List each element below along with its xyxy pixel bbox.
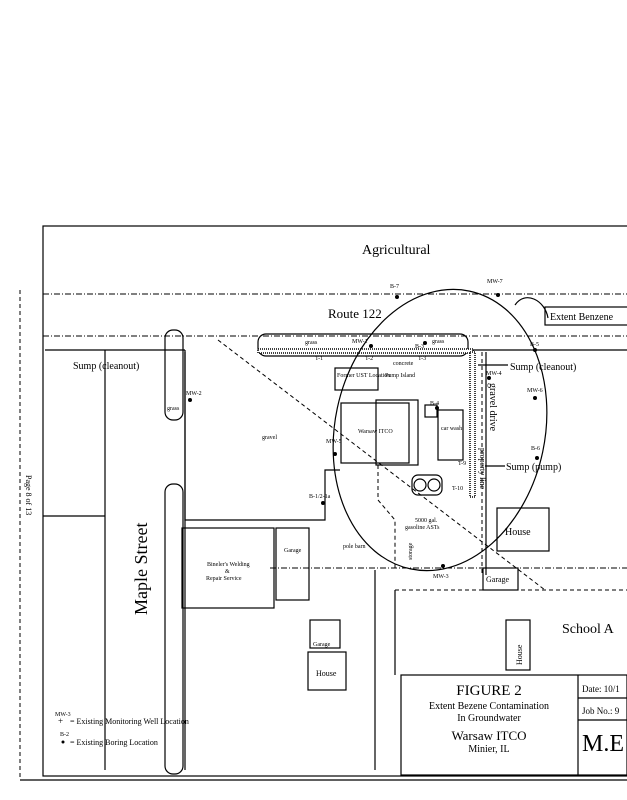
label-grass: grass <box>167 406 180 412</box>
label-repair: Repair Service <box>206 576 242 582</box>
svg-text:MW-3: MW-3 <box>433 574 449 580</box>
svg-text:B-6: B-6 <box>531 446 540 452</box>
label-route: Route 122 <box>328 306 382 321</box>
label-sump-cleanout-right: Sump (cleanout) <box>510 362 576 373</box>
point-labels: B-7 MW-7 MW-1 B-3 B-5 MW-4 MW-6 MW-2 MW-… <box>186 279 543 580</box>
svg-text:+: + <box>58 716 63 726</box>
label-property-line: property line <box>478 448 487 490</box>
benzene-plume <box>332 288 548 572</box>
label-grass: grass <box>432 339 445 345</box>
page-number: Page 8 of 13 <box>24 475 33 515</box>
label-storage: storage <box>408 542 414 560</box>
svg-text:MW-7: MW-7 <box>487 279 503 285</box>
svg-text:T-3: T-3 <box>418 356 426 362</box>
svg-text:MW-2: MW-2 <box>186 391 202 397</box>
svg-text:M.E: M.E <box>582 731 624 757</box>
svg-text:B-5: B-5 <box>530 342 539 348</box>
label-pump-island: Pump Island <box>385 373 415 379</box>
svg-text:MW-6: MW-6 <box>527 388 543 394</box>
svg-text:T-1: T-1 <box>315 356 323 362</box>
svg-text:B-1/2-1a: B-1/2-1a <box>309 494 331 500</box>
svg-text:T-10: T-10 <box>452 486 463 492</box>
svg-text:MW-1: MW-1 <box>352 339 368 345</box>
svg-text:Minier, IL: Minier, IL <box>468 744 509 755</box>
title-block: FIGURE 2 Extent Bezene Contamination In … <box>400 674 627 776</box>
svg-text:B-3: B-3 <box>415 344 424 350</box>
svg-text:= Existing Boring Location: = Existing Boring Location <box>70 738 158 747</box>
label-house: House <box>316 669 337 678</box>
svg-text:MW-3: MW-3 <box>55 712 71 718</box>
figure-title: FIGURE 2 <box>456 683 521 699</box>
svg-text:MW-4: MW-4 <box>486 371 502 377</box>
svg-text:B-2: B-2 <box>60 732 69 738</box>
label-ast: gasoline ASTs <box>405 525 440 531</box>
label-house: House <box>505 527 531 538</box>
label-car-wash: car wash <box>441 426 462 432</box>
sample-points <box>188 293 539 568</box>
label-extent-benzene: Extent Benzene <box>550 312 614 323</box>
svg-text:MW-5: MW-5 <box>326 439 342 445</box>
label-school: School A <box>562 622 615 637</box>
svg-text:T-2: T-2 <box>365 356 373 362</box>
label-building: Warsaw ITCO <box>358 429 393 435</box>
label-ast: 5000 gal. <box>415 518 438 524</box>
legend: MW-3 + = Existing Monitoring Well Locati… <box>55 712 189 747</box>
label-maple-street: Maple Street <box>131 523 151 615</box>
svg-text:Job No.: 9: Job No.: 9 <box>582 706 620 716</box>
svg-text:T-9: T-9 <box>458 461 466 467</box>
label-gravel-drive: gravel drive <box>487 383 498 432</box>
svg-text:B-4: B-4 <box>430 401 439 407</box>
label-garage: Garage <box>313 642 331 648</box>
label-former-ust: Former UST Location <box>337 373 390 379</box>
label-garage: Garage <box>486 575 510 584</box>
svg-text:= Existing Monitoring Well Loc: = Existing Monitoring Well Location <box>70 717 189 726</box>
label-garage: Garage <box>284 548 302 554</box>
label-sump-cleanout-left: Sump (cleanout) <box>73 361 139 372</box>
label-pole-barn: pole barn <box>343 544 366 550</box>
label-sump-pump: Sump (pump) <box>506 462 561 473</box>
label-amp: & <box>225 569 230 575</box>
map-frame <box>42 225 627 777</box>
svg-text:In Groundwater: In Groundwater <box>457 713 521 724</box>
svg-text:Warsaw ITCO: Warsaw ITCO <box>451 728 526 743</box>
label-concrete: concrete <box>393 361 414 367</box>
svg-text:B-7: B-7 <box>390 284 399 290</box>
label-grass: grass <box>305 340 318 346</box>
label-welding: Bineler's Welding <box>207 562 250 568</box>
label-house: House <box>515 644 524 665</box>
label-agricultural: Agricultural <box>362 243 431 258</box>
svg-text:Date: 10/1: Date: 10/1 <box>582 684 620 694</box>
svg-text:Extent Bezene Contamination: Extent Bezene Contamination <box>429 701 549 712</box>
label-gravel: gravel <box>262 435 277 441</box>
